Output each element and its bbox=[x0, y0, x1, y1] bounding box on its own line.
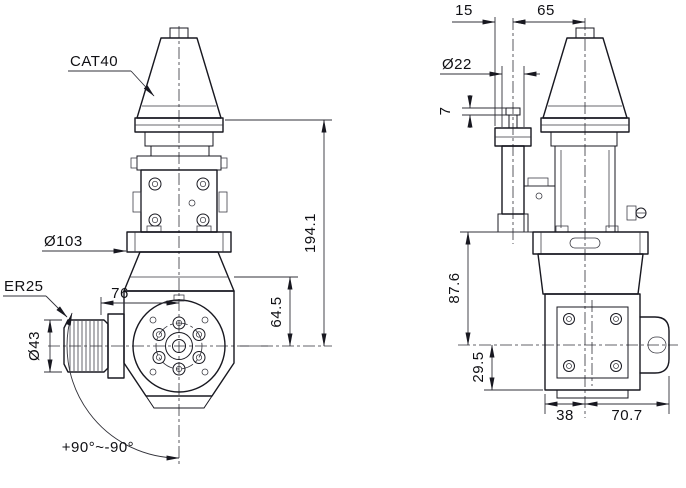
front-geometry bbox=[63, 27, 235, 409]
nose-offset-label: 15 bbox=[455, 2, 473, 19]
dim-center-height: 64.5 bbox=[234, 276, 298, 347]
housing-tab-right bbox=[218, 191, 228, 213]
bottom-strip bbox=[556, 389, 629, 399]
front-width-label: 38 bbox=[556, 407, 574, 424]
lower-height-label: 29.5 bbox=[470, 351, 487, 382]
lower-housing bbox=[544, 293, 641, 391]
side-dimensions: 15 65 Ø22 7 8 bbox=[437, 2, 670, 424]
nose-to-center-label: 76 bbox=[111, 285, 129, 302]
clamp-arm-top bbox=[527, 177, 549, 187]
face-plate bbox=[556, 306, 629, 379]
center-height-label: 64.5 bbox=[268, 296, 285, 327]
front-centerlines bbox=[48, 26, 332, 466]
output-boss-slot bbox=[647, 336, 667, 354]
front-dimensions: CAT40 Ø103 76 ER25 Ø43 bbox=[3, 53, 332, 461]
disc-tab-right-side bbox=[605, 225, 619, 233]
face-plate-bolts bbox=[563, 313, 622, 372]
dim-lower-height: 29.5 bbox=[470, 344, 543, 391]
side-geometry bbox=[494, 27, 670, 399]
housing-screws bbox=[148, 177, 210, 227]
dim-axis-offset: 65 bbox=[512, 2, 586, 25]
head-transition-side bbox=[537, 253, 644, 295]
disc-tab-right bbox=[196, 225, 212, 233]
mount-plate-tab-left bbox=[130, 157, 138, 169]
dim-cat40: CAT40 bbox=[68, 53, 155, 97]
body-height-label: 87.6 bbox=[446, 272, 463, 303]
clamp-disc-side bbox=[532, 231, 649, 255]
dim-nose-step: 7 bbox=[437, 95, 506, 128]
dim-nose-to-center: 76 bbox=[100, 285, 180, 315]
spindle-diameter-label: Ø22 bbox=[442, 56, 472, 73]
collet-label: ER25 bbox=[4, 278, 44, 295]
dim-spindle-diameter: Ø22 bbox=[440, 56, 540, 127]
housing-tab-left bbox=[132, 191, 142, 213]
side-view: 15 65 Ø22 7 8 bbox=[437, 2, 678, 424]
disc-tab-left bbox=[146, 225, 162, 233]
collet-diameter-label: Ø43 bbox=[26, 331, 43, 361]
axis-offset-label: 65 bbox=[537, 2, 555, 19]
overall-height-label: 194.1 bbox=[302, 213, 319, 253]
dim-collet-diameter: Ø43 bbox=[26, 319, 62, 373]
flange-collar-side bbox=[550, 131, 618, 147]
dim-swivel-range: +90°~-90° bbox=[62, 312, 180, 461]
spindle-step bbox=[150, 145, 210, 157]
dim-overall-height: 194.1 bbox=[225, 119, 332, 347]
clamp-arm-screw bbox=[535, 192, 543, 200]
swivel-range-label: +90°~-90° bbox=[62, 439, 134, 456]
dim-flange-diameter: Ø103 bbox=[42, 233, 127, 254]
disc-tab-left-side bbox=[555, 225, 569, 233]
mount-plate-tab-right bbox=[220, 157, 228, 169]
side-screw-boss bbox=[626, 205, 637, 221]
disc-slot bbox=[569, 237, 601, 249]
taper-label: CAT40 bbox=[70, 53, 118, 70]
dim-body-height: 87.6 bbox=[446, 231, 530, 346]
output-boss-side bbox=[639, 316, 670, 374]
dim-front-width: 38 bbox=[544, 394, 586, 424]
dim-er25: ER25 bbox=[3, 278, 68, 318]
rear-width-label: 70.7 bbox=[611, 407, 642, 424]
front-view: CAT40 Ø103 76 ER25 Ø43 bbox=[3, 26, 332, 466]
nose-step-label: 7 bbox=[437, 107, 454, 116]
dim-rear-width: 70.7 bbox=[584, 376, 670, 424]
flange-diameter-label: Ø103 bbox=[44, 233, 83, 250]
side-centerlines bbox=[458, 18, 678, 418]
